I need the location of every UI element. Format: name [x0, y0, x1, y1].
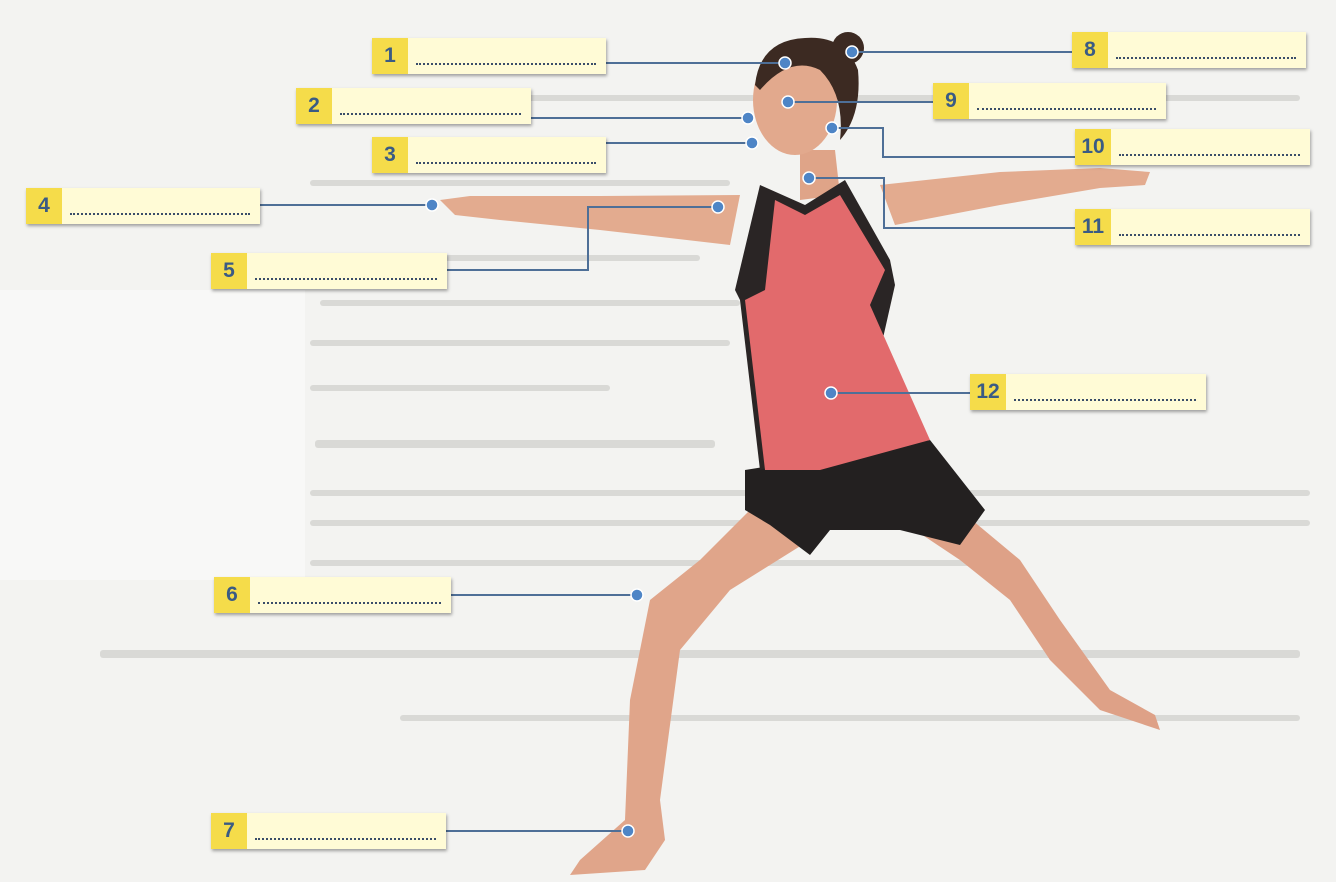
- answer-field[interactable]: [408, 137, 606, 173]
- answer-field[interactable]: [247, 813, 446, 849]
- label-number: 4: [26, 188, 62, 224]
- label-9: 9: [933, 83, 1166, 119]
- label-10: 10: [1075, 129, 1310, 165]
- label-number: 2: [296, 88, 332, 124]
- label-6: 6: [214, 577, 451, 613]
- marker-4: [425, 198, 439, 212]
- label-number: 8: [1072, 32, 1108, 68]
- label-number: 6: [214, 577, 250, 613]
- marker-7: [621, 824, 635, 838]
- marker-3: [745, 136, 759, 150]
- answer-field[interactable]: [1111, 209, 1310, 245]
- marker-1: [778, 56, 792, 70]
- marker-11: [802, 171, 816, 185]
- marker-2: [741, 111, 755, 125]
- label-2: 2: [296, 88, 531, 124]
- label-number: 10: [1075, 129, 1111, 165]
- label-3: 3: [372, 137, 606, 173]
- marker-10: [825, 121, 839, 135]
- label-1: 1: [372, 38, 606, 74]
- label-8: 8: [1072, 32, 1306, 68]
- label-number: 7: [211, 813, 247, 849]
- answer-field[interactable]: [247, 253, 447, 289]
- answer-field[interactable]: [1006, 374, 1206, 410]
- marker-6: [630, 588, 644, 602]
- label-12: 12: [970, 374, 1206, 410]
- answer-field[interactable]: [332, 88, 531, 124]
- answer-field[interactable]: [408, 38, 606, 74]
- left-leg: [570, 500, 810, 875]
- marker-8: [845, 45, 859, 59]
- label-number: 11: [1075, 209, 1111, 245]
- marker-5: [711, 200, 725, 214]
- right-leg: [900, 510, 1160, 730]
- answer-field[interactable]: [1111, 129, 1310, 165]
- marker-12: [824, 386, 838, 400]
- right-arm: [880, 168, 1150, 225]
- label-number: 3: [372, 137, 408, 173]
- marker-9: [781, 95, 795, 109]
- answer-field[interactable]: [1108, 32, 1306, 68]
- label-7: 7: [211, 813, 446, 849]
- label-5: 5: [211, 253, 447, 289]
- label-number: 12: [970, 374, 1006, 410]
- label-4: 4: [26, 188, 260, 224]
- answer-field[interactable]: [969, 83, 1166, 119]
- answer-field[interactable]: [250, 577, 451, 613]
- label-number: 1: [372, 38, 408, 74]
- label-number: 9: [933, 83, 969, 119]
- label-11: 11: [1075, 209, 1310, 245]
- neck: [800, 150, 840, 200]
- label-number: 5: [211, 253, 247, 289]
- answer-field[interactable]: [62, 188, 260, 224]
- tank-top: [745, 195, 930, 470]
